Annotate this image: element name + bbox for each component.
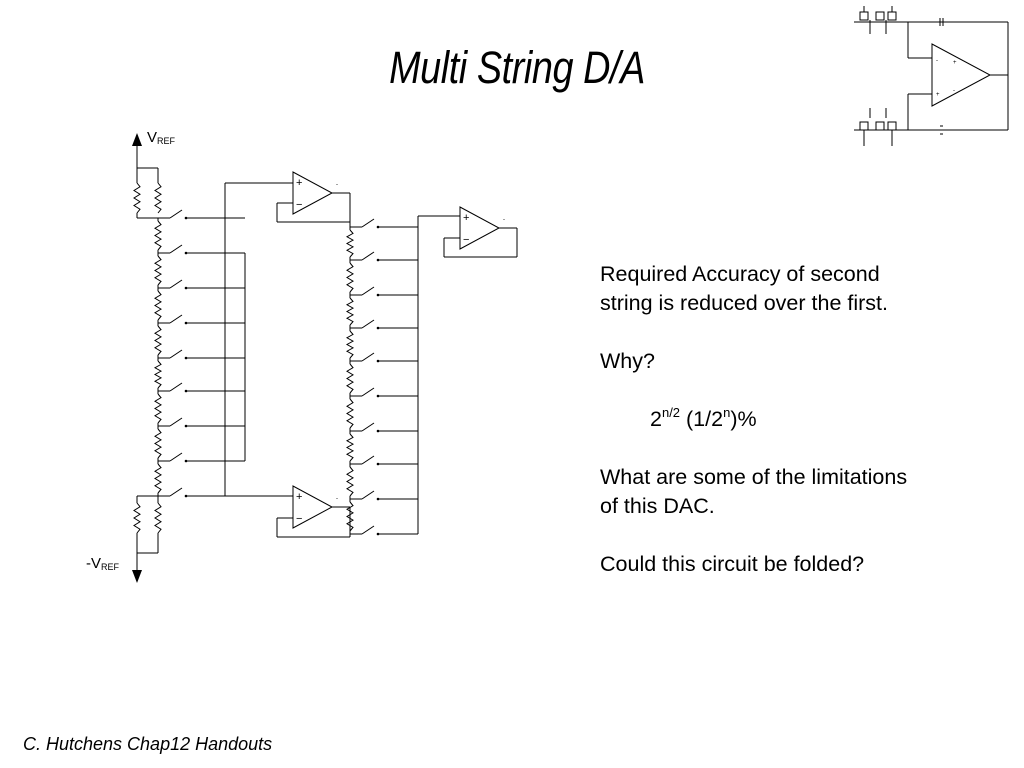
svg-text:−: − bbox=[296, 513, 302, 525]
svg-text:-: - bbox=[336, 182, 338, 188]
string1-resistor bbox=[154, 463, 162, 494]
string2-resistor bbox=[345, 229, 355, 258]
string2-switch bbox=[361, 455, 375, 465]
string2-switch bbox=[361, 525, 375, 535]
string1-resistor bbox=[154, 502, 162, 534]
svg-text:−: − bbox=[296, 199, 302, 211]
string2-resistor bbox=[345, 330, 355, 359]
amplifier-logo-icon: - + + - bbox=[854, 6, 1009, 146]
string1-switch bbox=[169, 382, 183, 392]
string2-switch bbox=[361, 218, 375, 228]
string1-resistor bbox=[154, 428, 162, 459]
limitations-line-1: What are some of the limitations bbox=[600, 465, 908, 489]
footer-credit: C. Hutchens Chap12 Handouts bbox=[23, 734, 273, 754]
string2-resistor bbox=[346, 363, 354, 394]
accuracy-line-2: string is reduced over the first. bbox=[600, 291, 888, 315]
string1-switch bbox=[169, 452, 183, 462]
string2-resistor bbox=[346, 398, 354, 429]
string1-resistor bbox=[154, 290, 162, 321]
svg-text:+: + bbox=[936, 92, 940, 98]
string1-resistor bbox=[154, 220, 162, 251]
string1-switch bbox=[169, 314, 183, 324]
string2-resistor bbox=[346, 501, 354, 532]
string2-switch bbox=[361, 387, 375, 397]
string2-resistor bbox=[346, 466, 354, 497]
string1-resistor bbox=[154, 255, 162, 286]
svg-text:+: + bbox=[953, 60, 957, 66]
string2-switch bbox=[361, 422, 375, 432]
string1-switch bbox=[169, 244, 183, 254]
slide-body-text: Required Accuracy of second string is re… bbox=[600, 260, 1000, 579]
page-title: Multi String D/A bbox=[389, 42, 645, 93]
svg-text:−: − bbox=[463, 234, 469, 246]
why-question: Why? bbox=[600, 349, 655, 373]
string2-resistor bbox=[346, 262, 354, 293]
svg-text:+: + bbox=[463, 212, 469, 224]
string2-resistor bbox=[345, 297, 355, 326]
string1-switch bbox=[169, 279, 183, 289]
vref-top-resistor bbox=[133, 182, 141, 214]
vref-bottom-resistor bbox=[133, 502, 141, 534]
string2-switch bbox=[361, 286, 375, 296]
accuracy-line-1: Required Accuracy of second bbox=[600, 262, 880, 286]
string1-switch bbox=[169, 209, 183, 219]
opamp-buffer-top: + − - bbox=[292, 171, 338, 215]
vref-top-label: VREF bbox=[147, 129, 176, 146]
limitations-line-2: of this DAC. bbox=[600, 494, 715, 518]
opamp-buffer-bottom: + − - bbox=[292, 485, 338, 529]
accuracy-formula: 2n/2 (1/2n)% bbox=[650, 405, 757, 431]
svg-text:+: + bbox=[296, 177, 302, 189]
string1-resistor bbox=[154, 325, 162, 356]
string1-switch bbox=[169, 487, 183, 497]
vref-bottom-arrow-icon bbox=[132, 553, 142, 583]
string2-switch bbox=[361, 352, 375, 362]
string1-switch bbox=[169, 349, 183, 359]
vref-bottom-label: -VREF bbox=[86, 555, 120, 572]
folded-question: Could this circuit be folded? bbox=[600, 552, 865, 576]
string2-switch bbox=[361, 490, 375, 500]
string1-resistor bbox=[154, 182, 162, 214]
string2-resistor bbox=[345, 433, 355, 462]
svg-text:+: + bbox=[296, 491, 302, 503]
opamp-output: + − - bbox=[459, 206, 505, 250]
string1-resistor bbox=[154, 393, 162, 424]
svg-text:-: - bbox=[936, 58, 938, 64]
svg-text:-: - bbox=[336, 496, 338, 502]
string2-switch bbox=[361, 251, 375, 261]
svg-text:-: - bbox=[953, 88, 955, 94]
string1-resistor bbox=[153, 360, 163, 389]
string2-switch bbox=[361, 319, 375, 329]
vref-top-arrow-icon bbox=[132, 133, 142, 168]
string1-switch bbox=[169, 417, 183, 427]
svg-text:-: - bbox=[503, 217, 505, 223]
